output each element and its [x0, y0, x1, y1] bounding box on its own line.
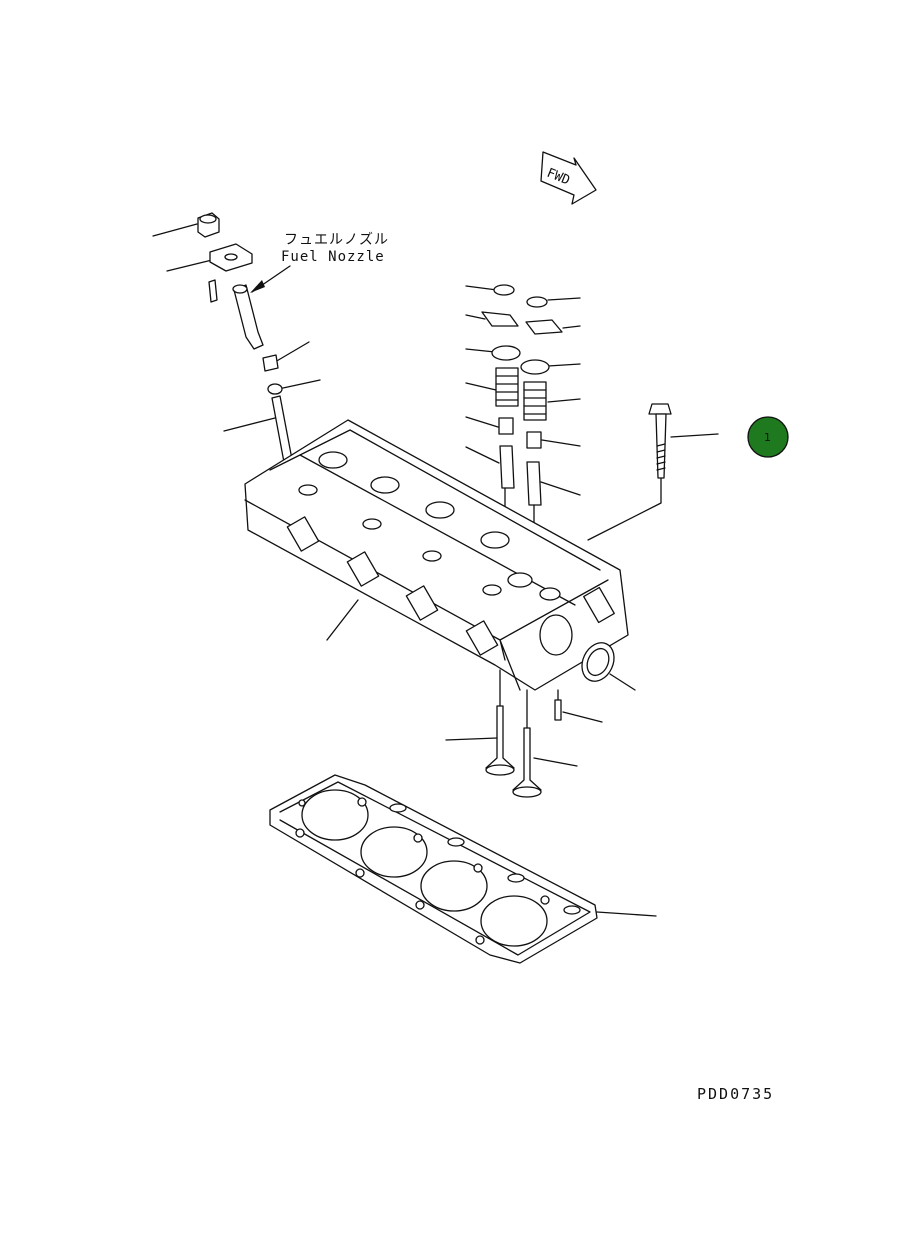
valves: [445, 669, 578, 798]
item-marker-number: 1: [764, 431, 771, 444]
fuel-nozzle-label-jp: フュエルノズル: [284, 232, 389, 248]
valve-train-parts: [465, 284, 581, 591]
fuel-nozzle-label-en: Fuel Nozzle: [281, 249, 385, 265]
cylinder-head: [244, 419, 629, 691]
item-marker: 1: [747, 416, 789, 458]
nozzle-stud: [208, 279, 218, 303]
valve-exhaust: [512, 727, 542, 791]
valve-guide-1: [499, 445, 515, 489]
nozzle-seal: [262, 354, 279, 372]
fuel-nozzle-callout: フュエルノズル Fuel Nozzle: [250, 232, 389, 293]
valve-guide-2: [526, 461, 542, 506]
valve-intake: [485, 705, 515, 769]
head-gasket: [269, 774, 657, 964]
oil-seal: [581, 642, 615, 682]
head-bolt: [587, 403, 719, 541]
nozzle-body: [233, 284, 264, 350]
fwd-arrow: FWD: [540, 151, 597, 205]
nozzle-washer: [267, 383, 283, 395]
item-marker-circle: [747, 416, 789, 458]
fuel-nozzle-arrowhead: [250, 280, 265, 293]
fuel-nozzle-parts: [152, 212, 321, 474]
drawing-code: PDD0735: [697, 1085, 774, 1103]
seal-and-dowel: [554, 642, 636, 723]
dowel-pin: [554, 699, 562, 721]
